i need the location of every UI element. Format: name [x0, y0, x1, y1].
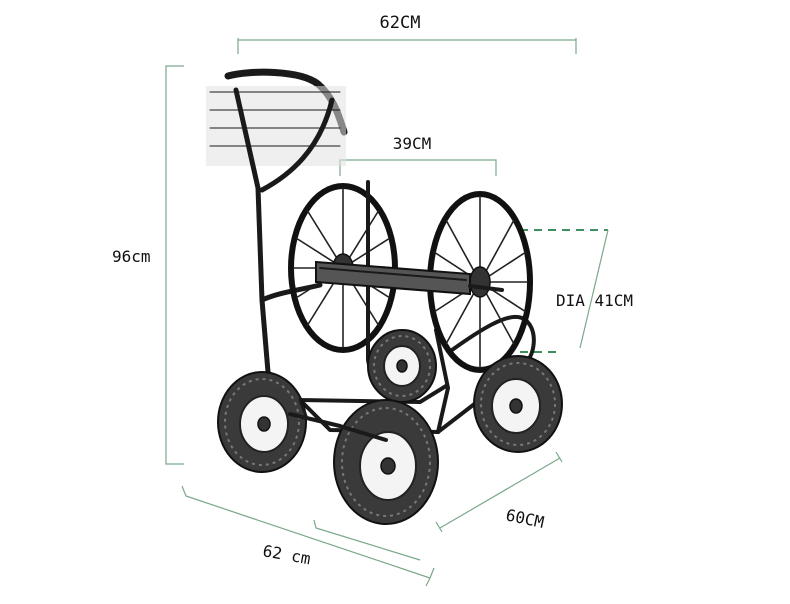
front-left-wheel — [217, 371, 307, 473]
cart-illustration — [206, 68, 563, 525]
dimension-height: 96cm — [112, 65, 184, 465]
height-label: 96cm — [112, 247, 151, 266]
dimension-drum-width: 39CM — [339, 134, 497, 176]
back-left-wheel — [367, 329, 437, 403]
back-right-wheel — [473, 355, 563, 453]
drum-width-label: 39CM — [393, 134, 432, 153]
top-width-label: 62CM — [380, 13, 421, 33]
front-axle — [288, 398, 388, 442]
dimension-depth: 60CM — [435, 451, 563, 533]
dimension-top-width: 62CM — [237, 13, 577, 54]
depth-label: 60CM — [504, 505, 546, 532]
bottom-width-label: 62 cm — [261, 541, 312, 568]
front-right-wheel — [333, 399, 439, 525]
reel-diameter-label: DIA 41CM — [556, 291, 633, 310]
reel-drum — [315, 260, 504, 296]
dimension-reel-diameter: DIA 41CM — [520, 229, 633, 353]
